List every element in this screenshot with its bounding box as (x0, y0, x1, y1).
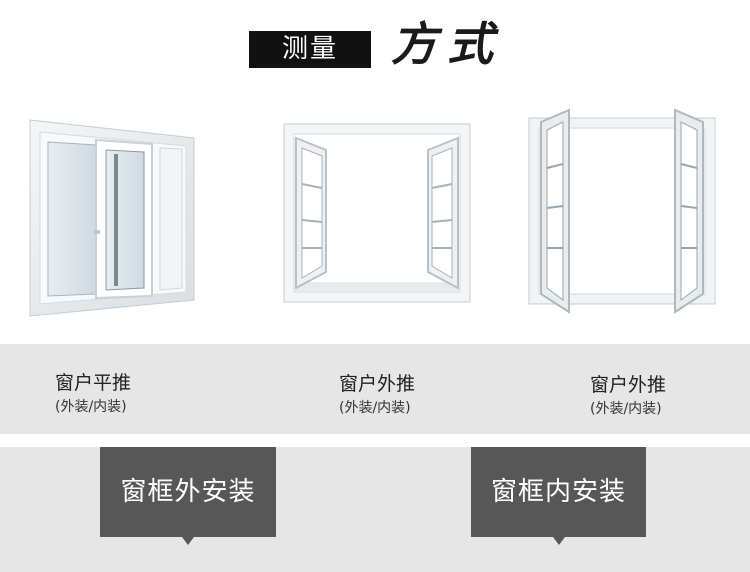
caption-subtitle: (外装/内装) (339, 400, 411, 416)
casement-window-image (282, 122, 472, 304)
caption-sliding: 窗户平推 (外装/内装) (55, 371, 131, 417)
caption-subtitle: (外装/内装) (590, 401, 662, 417)
outside-frame-install-tag: 窗框外安装 (100, 447, 276, 545)
caption-title: 窗户外推 (590, 374, 667, 396)
caption-title: 窗户外推 (339, 373, 416, 395)
tag-pointer-icon (182, 537, 194, 545)
caption-band (0, 344, 750, 434)
page-title: 方式 (391, 17, 503, 71)
header: 测量 方式 (0, 0, 750, 90)
casement-window-image-2 (527, 108, 717, 314)
inside-frame-install-tag: 窗框内安装 (471, 447, 646, 545)
caption-title: 窗户平推 (55, 372, 132, 394)
header-label-box: 测量 (249, 31, 371, 68)
caption-subtitle: (外装/内装) (55, 399, 127, 415)
tag-label: 窗框外安装 (120, 477, 256, 507)
caption-casement-2: 窗户外推 (外装/内装) (590, 373, 666, 419)
caption-casement: 窗户外推 (外装/内装) (339, 372, 415, 418)
tag-pointer-icon (552, 537, 565, 545)
sliding-window-image (26, 118, 204, 318)
tag-label: 窗框内安装 (490, 477, 626, 507)
